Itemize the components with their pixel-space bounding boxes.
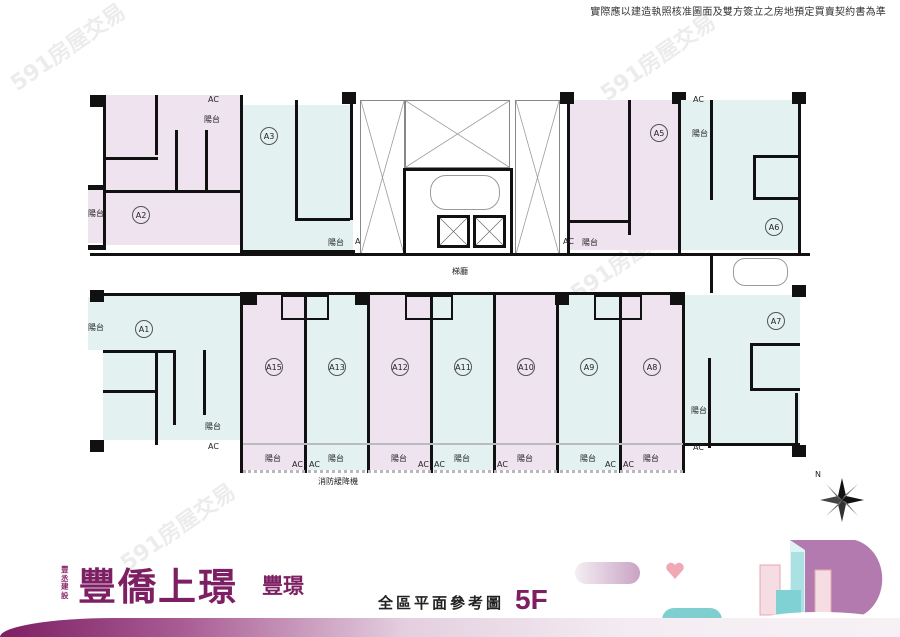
staircase [430,175,500,210]
balcony-label: 陽台 [454,454,470,463]
ac-label: AC [309,460,320,469]
unit-label-A11: A11 [454,358,472,376]
unit-A13[interactable] [306,295,368,470]
compass-north-label: N [815,470,821,479]
fire-escape-label: 消防緩降機 [318,477,358,486]
balcony-label: 陽台 [692,129,708,138]
unit-label-A8: A8 [643,358,661,376]
disclaimer-text: 實際應以建造執照核准圖面及雙方簽立之房地預定買賣契約書為準 [590,7,886,18]
decor-wave [662,608,722,620]
void-shaft [405,100,510,168]
footer-swoosh [0,618,900,637]
unit-label-A7: A7 [767,312,785,330]
floor-number: 5F [515,584,548,615]
unit-A11[interactable] [432,295,494,470]
plan-title: 全區平面參考圖 [378,594,505,612]
balcony-label: 陽台 [204,115,220,124]
unit-A8[interactable] [621,295,683,470]
unit-A6[interactable] [681,100,801,250]
unit-A2[interactable] [103,95,241,245]
unit-A10[interactable] [495,295,557,470]
unit-label-A1: A1 [135,320,153,338]
balcony-label: 陽台 [88,209,104,218]
ac-label: AC [434,460,445,469]
ac-label: AC [497,460,508,469]
ac-label: AC [623,460,634,469]
unit-label-A13: A13 [328,358,346,376]
ac-label: AC [693,443,704,452]
void-shaft [360,100,405,255]
unit-label-A6: A6 [765,218,783,236]
balcony-label: 陽台 [88,323,104,332]
decor-pill [575,562,640,584]
unit-A3[interactable] [243,105,353,250]
ac-label: AC [208,442,219,451]
ac-label: AC [208,95,219,104]
unit-label-A9: A9 [580,358,598,376]
unit-label-A3: A3 [260,127,278,145]
elevator [437,215,470,248]
ac-label: AC [563,237,574,246]
balcony-label: 陽台 [328,454,344,463]
balcony-label: 陽台 [265,454,281,463]
void-shaft [515,100,560,255]
elevator [473,215,506,248]
balcony-label: 陽台 [205,422,221,431]
balcony-label: 陽台 [643,454,659,463]
city-illustration [690,530,900,628]
unit-label-A5: A5 [650,124,668,142]
unit-A5[interactable] [570,100,680,250]
unit-A15[interactable] [243,295,305,470]
balcony-label: 陽台 [391,454,407,463]
ac-label: AC [418,460,429,469]
staircase [733,258,788,286]
balcony-label: 陽台 [328,238,344,247]
ac-label: AC [292,460,303,469]
unit-A9[interactable] [558,295,620,470]
project-subname: 豐璟 [262,573,304,598]
heart-balloon-icon [665,562,685,580]
unit-label-A2: A2 [132,206,150,224]
balcony-label: 陽台 [517,454,533,463]
project-name: 豐僑上璟 [78,564,239,609]
developer-name: 豐丞建設 [61,565,69,600]
unit-label-A10: A10 [517,358,535,376]
balcony-label: 陽台 [582,238,598,247]
balcony-label: 陽台 [580,454,596,463]
unit-A12[interactable] [369,295,431,470]
floor-plan: 陽台 AC 陽台 A2 A3 陽台 AC 梯廳 A5 AC 陽台 [88,92,864,522]
ac-label: AC [605,460,616,469]
corridor-label: 梯廳 [452,267,468,276]
unit-label-A12: A12 [391,358,409,376]
balcony-label: 陽台 [691,406,707,415]
compass-icon [812,470,872,530]
unit-label-A15: A15 [265,358,283,376]
unit-A1[interactable] [103,295,240,440]
ac-label: AC [693,95,704,104]
